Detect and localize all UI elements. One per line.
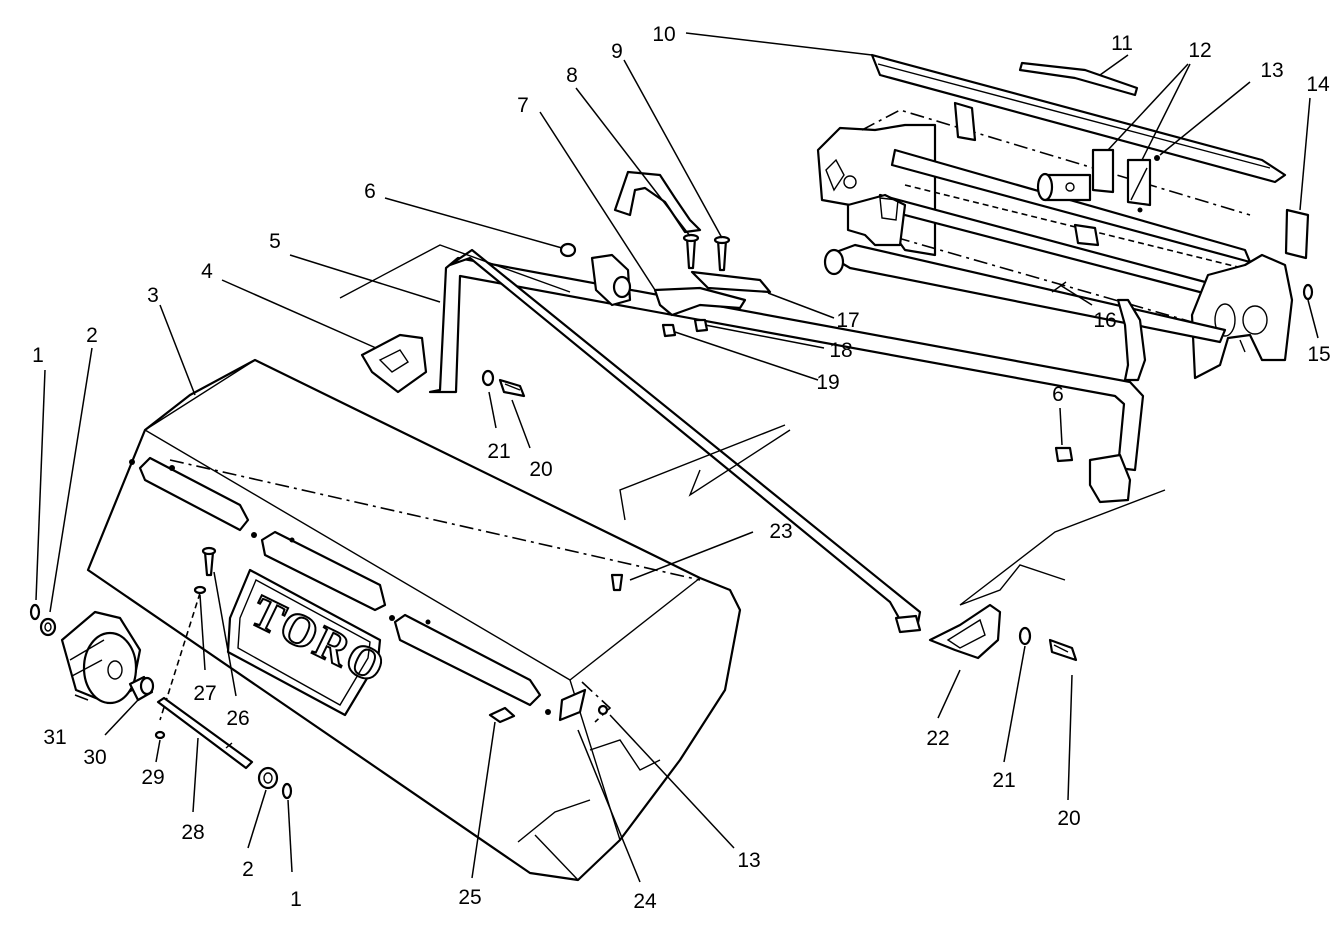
callout-5: 5 bbox=[269, 230, 281, 253]
callout-30: 30 bbox=[83, 746, 106, 769]
grass-catcher-body: TORO bbox=[86, 358, 742, 882]
callout-23: 23 bbox=[769, 520, 792, 543]
callout-20: 20 bbox=[529, 458, 552, 481]
callout-7: 7 bbox=[517, 94, 529, 117]
callout-21: 21 bbox=[487, 440, 510, 463]
handle-assembly bbox=[339, 170, 1166, 634]
callout-19: 19 bbox=[816, 371, 839, 394]
callout-4: 4 bbox=[201, 260, 213, 283]
callout-10: 10 bbox=[652, 23, 675, 46]
callout-13-lower: 13 bbox=[737, 849, 760, 872]
roller-parts bbox=[29, 603, 293, 800]
callout-29: 29 bbox=[141, 766, 164, 789]
callout-21-lower: 21 bbox=[992, 769, 1015, 792]
callout-9: 9 bbox=[611, 40, 623, 63]
frame-assembly bbox=[816, 53, 1314, 380]
callout-2-lower: 2 bbox=[242, 858, 254, 881]
callout-25: 25 bbox=[458, 886, 481, 909]
callout-15: 15 bbox=[1307, 343, 1330, 366]
callout-12: 12 bbox=[1188, 39, 1211, 62]
callout-27: 27 bbox=[193, 682, 216, 705]
callout-3: 3 bbox=[147, 284, 159, 307]
callout-26: 26 bbox=[226, 707, 249, 730]
callout-1-lower: 1 bbox=[290, 888, 302, 911]
callout-13: 13 bbox=[1260, 59, 1283, 82]
callouts: 1 2 3 4 5 6 7 8 9 10 11 12 13 14 15 16 1… bbox=[32, 23, 1331, 913]
callout-14: 14 bbox=[1306, 73, 1330, 96]
callout-20-lower: 20 bbox=[1057, 807, 1080, 830]
callout-31: 31 bbox=[43, 726, 66, 749]
callout-6: 6 bbox=[364, 180, 376, 203]
lower-bracket-22 bbox=[928, 603, 1078, 662]
callout-16: 16 bbox=[1093, 309, 1116, 332]
callout-24: 24 bbox=[633, 890, 657, 913]
callout-18: 18 bbox=[829, 339, 852, 362]
callout-17: 17 bbox=[836, 309, 859, 332]
callout-28: 28 bbox=[181, 821, 204, 844]
callout-8: 8 bbox=[566, 64, 578, 87]
leader-lines bbox=[35, 32, 1319, 883]
callout-1: 1 bbox=[32, 344, 44, 367]
callout-11: 11 bbox=[1111, 32, 1133, 55]
callout-22: 22 bbox=[926, 727, 949, 750]
callout-6-right: 6 bbox=[1052, 383, 1064, 406]
callout-2: 2 bbox=[86, 324, 98, 347]
